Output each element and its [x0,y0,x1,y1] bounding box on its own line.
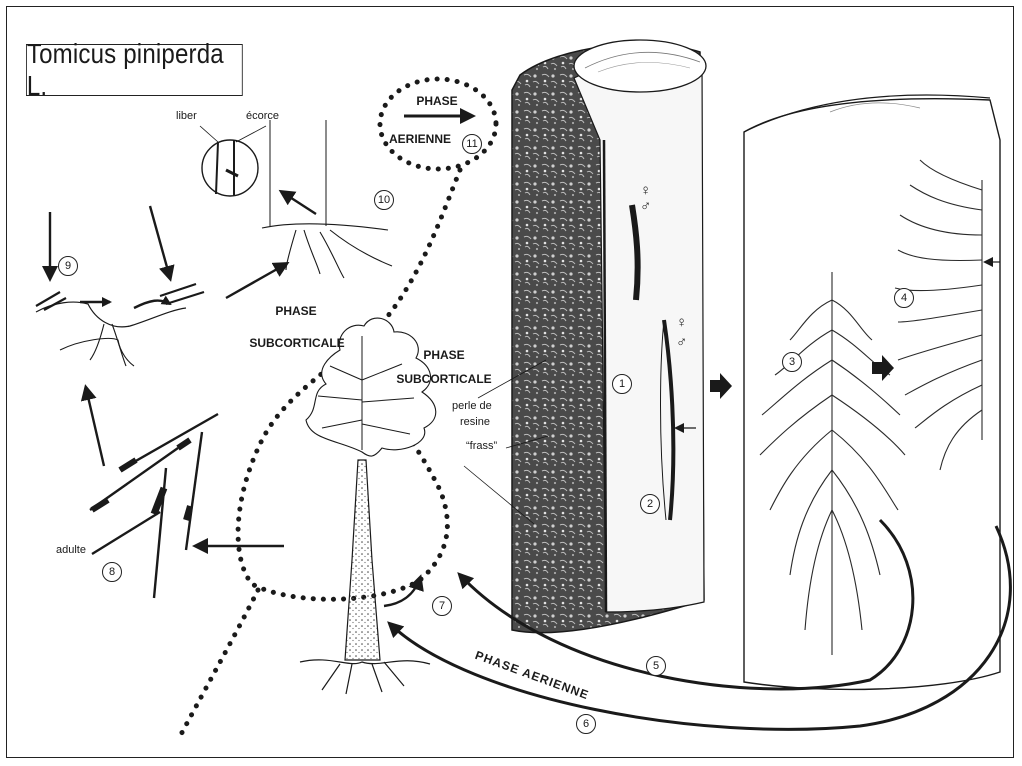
female-symbol-1: ♀ [640,184,651,197]
male-symbol-2: ♂ [676,336,687,349]
magnifier-inset [202,140,258,196]
log-gallery-section [744,95,1000,689]
label-phase-aerienne-top-1: PHASE [402,94,472,108]
label-frass: “frass” [466,440,497,453]
block-arrow-log-to-gallery [710,373,732,399]
label-perle-de-resine-2: resine [460,416,490,429]
beetle-twig-group [36,284,204,366]
stage-number-1: 1 [612,374,632,394]
label-ecorce: écorce [246,110,279,123]
male-symbol-1: ♂ [640,200,651,213]
stage-number-11: 11 [462,134,482,154]
stage-number-9: 9 [58,256,78,276]
label-liber: liber [176,110,197,123]
title-box: Tomicus piniperda L. [26,44,243,96]
stage-number-5: 5 [646,656,666,676]
stage-number-3: 3 [782,352,802,372]
label-phase-subcorticale-mid-1: PHASE [404,348,484,362]
emergence-bark-sketch [262,120,392,278]
stage-number-8: 8 [102,562,122,582]
label-phase-subcorticale-left-2: SUBCORTICALE [236,336,358,350]
stage-number-7: 7 [432,596,452,616]
label-phase-aerienne-top-2: AERIENNE [380,132,460,146]
female-symbol-2: ♀ [676,316,687,329]
label-phase-subcorticale-mid-2: SUBCORTICALE [394,372,494,386]
stage-number-4: 4 [894,288,914,308]
label-phase-subcorticale-left-1: PHASE [246,304,346,318]
stage-number-6: 6 [576,714,596,734]
label-adulte: adulte [56,544,86,557]
stage-number-2: 2 [640,494,660,514]
label-perle-de-resine-1: perle de [452,400,492,413]
stage-number-10: 10 [374,190,394,210]
diagram-title: Tomicus piniperda L. [27,38,242,102]
